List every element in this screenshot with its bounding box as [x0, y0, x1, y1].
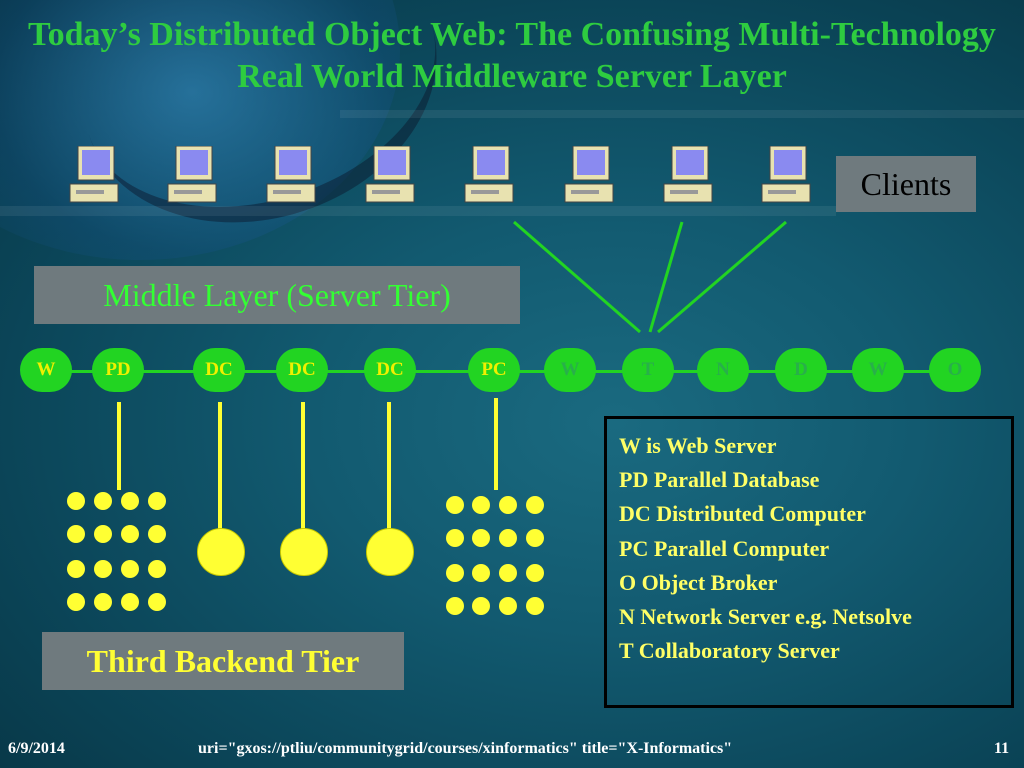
- computer-icon: [266, 146, 316, 203]
- node-collaboratory-server: T: [622, 348, 674, 392]
- distributed-computer-node: [197, 528, 245, 576]
- legend-item: DC Distributed Computer: [619, 501, 866, 527]
- computer-icon: [365, 146, 415, 203]
- client-connector: [657, 220, 787, 334]
- dot: [472, 564, 490, 582]
- dot: [526, 496, 544, 514]
- computer-icon: [761, 146, 811, 203]
- backend-link: [494, 398, 498, 490]
- dot: [526, 529, 544, 547]
- backend-tier-label: Third Backend Tier: [42, 632, 404, 690]
- dot: [446, 564, 464, 582]
- node-network-server: N: [697, 348, 749, 392]
- computer-icon: [69, 146, 119, 203]
- dot: [472, 496, 490, 514]
- node-web-server: W: [20, 348, 72, 392]
- backend-link: [218, 402, 222, 530]
- dot: [499, 564, 517, 582]
- dot: [121, 525, 139, 543]
- legend-box: W is Web Server PD Parallel Database DC …: [604, 416, 1014, 708]
- dot: [526, 564, 544, 582]
- dot: [121, 560, 139, 578]
- node-web-server: W: [544, 348, 596, 392]
- legend-item: PD Parallel Database: [619, 467, 820, 493]
- node-distributed-computer: DC: [193, 348, 245, 392]
- node-d: D: [775, 348, 827, 392]
- background-band: [340, 110, 1024, 118]
- computer-icon: [464, 146, 514, 203]
- middle-layer-label: Middle Layer (Server Tier): [34, 266, 520, 324]
- dot: [148, 593, 166, 611]
- computer-icon: [564, 146, 614, 203]
- dot: [121, 492, 139, 510]
- legend-item: T Collaboratory Server: [619, 638, 840, 664]
- node-parallel-computer: PC: [468, 348, 520, 392]
- node-distributed-computer: DC: [276, 348, 328, 392]
- distributed-computer-node: [280, 528, 328, 576]
- dot: [499, 496, 517, 514]
- dot: [148, 492, 166, 510]
- distributed-computer-node: [366, 528, 414, 576]
- dot: [67, 492, 85, 510]
- backend-link: [387, 402, 391, 530]
- background-band: [0, 206, 836, 216]
- node-distributed-computer: DC: [364, 348, 416, 392]
- dot: [94, 593, 112, 611]
- dot: [446, 529, 464, 547]
- legend-item: N Network Server e.g. Netsolve: [619, 604, 912, 630]
- legend-item: PC Parallel Computer: [619, 535, 830, 561]
- dot: [121, 593, 139, 611]
- dot: [148, 560, 166, 578]
- dot: [499, 597, 517, 615]
- slide-title: Today’s Distributed Object Web: The Conf…: [28, 16, 996, 95]
- client-connector: [648, 221, 684, 333]
- legend-item: W is Web Server: [619, 433, 777, 458]
- backend-link: [117, 402, 121, 490]
- dot: [67, 560, 85, 578]
- dot: [67, 593, 85, 611]
- dot: [148, 525, 166, 543]
- node-parallel-database: PD: [92, 348, 144, 392]
- node-web-server: W: [852, 348, 904, 392]
- page-number: 11: [994, 740, 1010, 757]
- dot: [526, 597, 544, 615]
- dot: [94, 525, 112, 543]
- dot: [94, 492, 112, 510]
- dot: [499, 529, 517, 547]
- dot: [67, 525, 85, 543]
- dot: [472, 529, 490, 547]
- node-object-broker: O: [929, 348, 981, 392]
- computer-icon: [167, 146, 217, 203]
- footer-uri: uri="gxos://ptliu/communitygrid/courses/…: [198, 740, 733, 757]
- dot: [94, 560, 112, 578]
- dot: [472, 597, 490, 615]
- dot: [446, 496, 464, 514]
- computer-icon: [663, 146, 713, 203]
- clients-label: Clients: [836, 156, 976, 212]
- dot: [446, 597, 464, 615]
- backend-link: [301, 402, 305, 530]
- client-connector: [513, 220, 641, 334]
- footer-date: 6/9/2014: [8, 740, 65, 757]
- legend-item: O Object Broker: [619, 569, 778, 595]
